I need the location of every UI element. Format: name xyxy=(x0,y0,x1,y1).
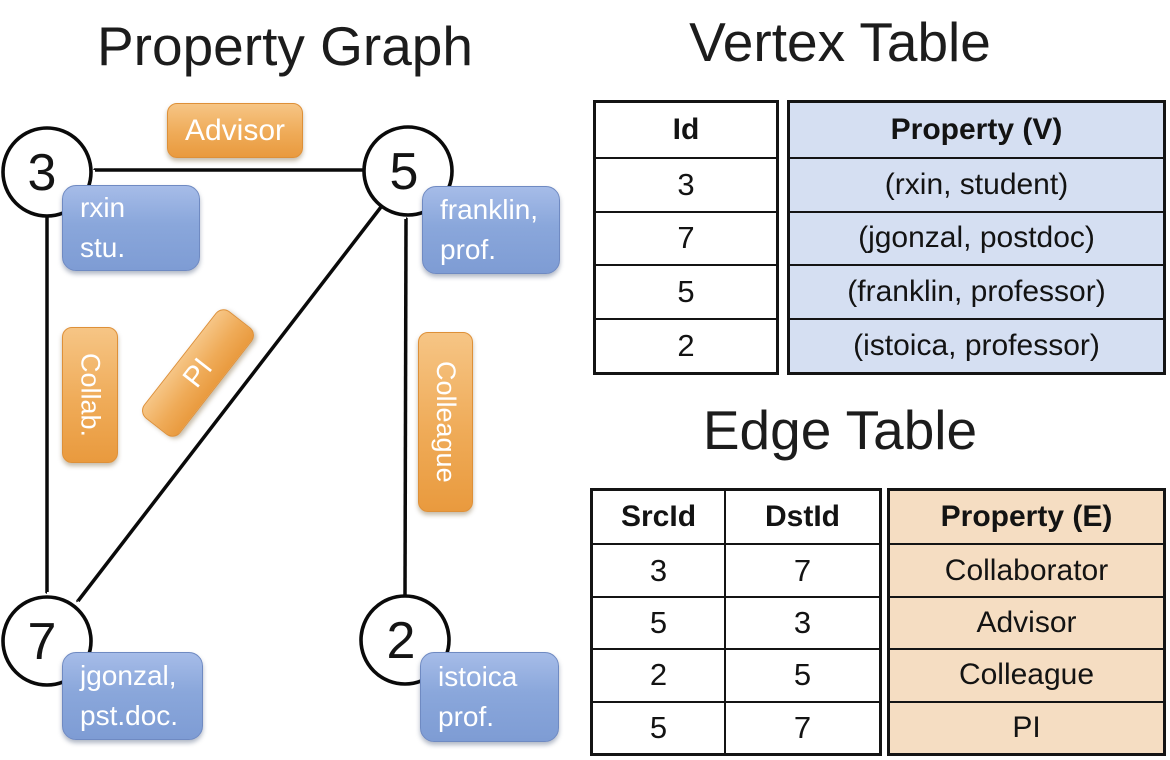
vertex-id-3: 3 xyxy=(28,144,57,202)
vertex-table-id-column: Id 3 7 5 2 xyxy=(593,100,779,375)
edge-table-dstid-cell: 7 xyxy=(793,709,812,745)
edge-table-title: Edge Table xyxy=(702,399,978,461)
vertex-label-istoica-line2: prof. xyxy=(438,701,495,732)
vertex-id-5: 5 xyxy=(390,143,419,201)
vertex-label-istoica-line1: istoica xyxy=(438,661,518,693)
vertex-table-property-cell: (rxin, student) xyxy=(790,158,1163,211)
edge-label-collab: Collab. xyxy=(62,327,118,463)
vertex-label-rxin: rxin stu. xyxy=(62,185,200,271)
vertex-label-franklin-line1: franklin, xyxy=(440,194,539,226)
edge-table-dstid-header: DstId xyxy=(765,500,840,534)
edge-table-property-header: Property (E) xyxy=(890,491,1163,544)
vertex-label-rxin-line1: rxin xyxy=(80,192,126,224)
vertex-id-2: 2 xyxy=(387,612,416,670)
vertex-table-property-cell: (franklin, professor) xyxy=(790,266,1163,319)
edge-table-dstid-cell: 3 xyxy=(793,604,812,640)
vertex-table-id-cell: 7 xyxy=(677,220,695,256)
edge-table-property-column: Property (E) Collaborator Advisor Collea… xyxy=(887,488,1166,756)
vertex-table-id-cell: 3 xyxy=(677,166,695,202)
vertex-table-id-cell: 5 xyxy=(677,274,695,310)
vertex-table-property-column: Property (V) (rxin, student) (jgonzal, p… xyxy=(787,100,1166,375)
edge-table-srcid-cell: 5 xyxy=(593,702,726,753)
vertex-label-franklin: franklin, prof. xyxy=(422,186,560,274)
edge-label-colleague: Colleague xyxy=(418,332,473,512)
edge-table-property-cell: Collaborator xyxy=(890,545,1163,596)
edge-colleague-arrow-2-to-5 xyxy=(403,219,406,597)
edge-table-srcid-cell: 3 xyxy=(593,545,726,596)
edge-label-advisor: Advisor xyxy=(167,103,303,158)
edge-table-dstid-cell: 7 xyxy=(793,552,812,588)
edge-table-srcid-cell: 5 xyxy=(593,597,726,649)
vertex-table-title: Vertex Table xyxy=(689,11,991,73)
edge-table-srcid-cell: 2 xyxy=(593,650,726,701)
vertex-label-franklin-line2: prof. xyxy=(440,234,497,265)
vertex-label-jgonzal-line1: jgonzal, xyxy=(80,660,177,692)
edge-table-id-columns: SrcId DstId 3 7 5 3 2 5 5 7 xyxy=(590,488,882,756)
edge-table-srcid-header: SrcId xyxy=(593,491,726,544)
property-graph-title: Property Graph xyxy=(96,15,473,77)
edge-table-property-cell: PI xyxy=(890,702,1163,753)
vertex-label-istoica: istoica prof. xyxy=(420,652,559,742)
edge-table-property-cell: Colleague xyxy=(890,650,1163,701)
vertex-table-id-cell: 2 xyxy=(677,328,695,364)
vertex-table-id-header: Id xyxy=(672,112,700,146)
vertex-table-property-header: Property (V) xyxy=(790,103,1163,157)
vertex-table-property-cell: (jgonzal, postdoc) xyxy=(790,212,1163,265)
edge-table-dstid-cell: 5 xyxy=(793,657,812,693)
vertex-label-rxin-line2: stu. xyxy=(80,232,126,263)
edge-label-pi-text: PI xyxy=(176,352,219,394)
vertex-id-7: 7 xyxy=(28,613,57,671)
edge-label-colleague-text: Colleague xyxy=(431,361,461,483)
vertex-label-jgonzal: jgonzal, pst.doc. xyxy=(62,652,203,740)
edge-label-advisor-text: Advisor xyxy=(184,113,286,147)
edge-label-collab-text: Collab. xyxy=(75,352,106,438)
vertex-table-property-cell: (istoica, professor) xyxy=(790,320,1163,372)
vertex-label-jgonzal-line2: pst.doc. xyxy=(80,700,179,731)
edge-pi-arrow-5-to-7 xyxy=(78,205,383,601)
edge-table-property-cell: Advisor xyxy=(890,597,1163,649)
